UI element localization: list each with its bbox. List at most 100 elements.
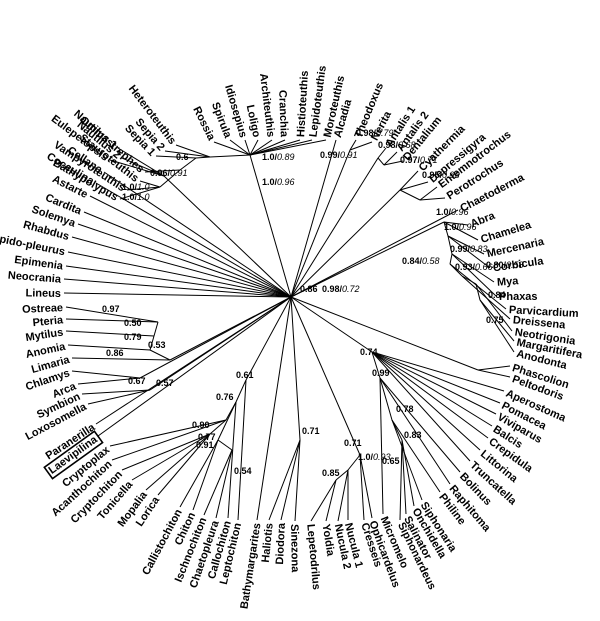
posterior-bootstrap: 0.86 (106, 348, 124, 358)
support-value-s_chl: 0.53 (148, 340, 166, 350)
support-value-s_biv1: 1.0/0.96 (436, 207, 469, 217)
secondary-support: 0.83 (470, 244, 488, 254)
branch (477, 369, 511, 378)
branch (65, 318, 159, 323)
branch (157, 433, 211, 496)
secondary-support: 0.91 (170, 168, 188, 178)
branch (249, 139, 286, 156)
secondary-support: 0.71 (420, 155, 438, 165)
posterior-bootstrap: 1.0/ (262, 177, 278, 187)
support-value-s_uni: 0.84 (488, 290, 506, 300)
taxon-label-parvicardium: Parvicardium (509, 304, 579, 320)
branch (244, 139, 251, 156)
branch (95, 182, 292, 298)
branch (77, 223, 292, 298)
taxon-label-histioteuthis: Histioteuthis (295, 70, 311, 137)
support-value-s_biv6: 0.80/0.58 (486, 260, 524, 270)
branch (81, 389, 151, 395)
branch (371, 351, 381, 379)
posterior-bootstrap: 0.93/ (455, 262, 476, 272)
branch (63, 278, 292, 298)
posterior-bootstrap: 0.96/ (150, 168, 171, 178)
support-value-s_ost: 0.97 (102, 304, 120, 314)
posterior-bootstrap: 0.65 (382, 456, 400, 466)
branch (371, 351, 493, 427)
branch (461, 275, 477, 285)
posterior-bootstrap: 1.0/ (358, 452, 374, 462)
branch (280, 439, 301, 521)
posterior-bootstrap: 0.99 (372, 368, 390, 378)
secondary-support: 0.66 (475, 262, 493, 272)
branch (479, 299, 515, 353)
posterior-bootstrap: 0.74 (360, 347, 378, 357)
taxon-label-lepetodrilus: Lepetodrilus (304, 524, 322, 591)
branch (325, 479, 337, 522)
support-value-s_ceph2: 0.6 (176, 152, 189, 162)
branch (169, 296, 292, 361)
support-value-s_het3: 0.65 (382, 456, 400, 466)
branch (67, 251, 292, 298)
branch (290, 296, 373, 353)
branch (337, 469, 349, 522)
taxon-label-neocrania: Neocrania (7, 270, 62, 286)
secondary-support: 0.68 (398, 140, 416, 150)
branch (83, 211, 292, 298)
posterior-bootstrap: 0.84 (488, 290, 506, 300)
branch (451, 253, 497, 297)
support-value-s_het2: 0.83 (404, 430, 422, 440)
branch (290, 221, 445, 298)
branch (391, 419, 423, 501)
taxon-label-phaxas: Phaxas (499, 291, 538, 303)
taxon-label-mytilus: Mytilus (25, 327, 64, 345)
branch (419, 197, 446, 201)
posterior-bootstrap: 0.61 (236, 370, 254, 380)
support-value-s_poly3: 0.91 (196, 440, 214, 450)
posterior-bootstrap: 0.6 (176, 152, 189, 162)
branch (290, 189, 401, 298)
posterior-bootstrap: 0.98/ (322, 284, 343, 294)
support-value-s_scaph1: 0.98/0.79 (356, 128, 394, 138)
taxon-label-diodora: Diodora (274, 522, 288, 565)
posterior-bootstrap: 0.90 (192, 420, 210, 430)
branch (237, 379, 247, 521)
branch (229, 139, 251, 156)
branch (89, 195, 292, 298)
support-value-s_vet2: 0.95/0.93 (422, 170, 460, 180)
taxon-label-sinezona: Sinezona (288, 524, 301, 573)
branch (290, 157, 379, 298)
branch (335, 469, 349, 481)
support-value-s_poly2: 0.90 (192, 420, 210, 430)
branch (399, 439, 403, 521)
support-value-s_ano: 0.79 (124, 332, 142, 342)
secondary-support: 1.0 (137, 192, 150, 202)
posterior-bootstrap: 1.0/ (262, 152, 278, 162)
branch (379, 377, 461, 473)
support-value-s_prot3: 0.85 (322, 468, 340, 478)
branch (103, 171, 292, 298)
branch (399, 170, 419, 191)
branch (195, 156, 211, 159)
posterior-bootstrap: 0.54 (234, 466, 252, 476)
support-value-s_gast: 0.74 (360, 347, 378, 357)
branch (209, 419, 227, 435)
support-value-s_biv2: 1.0/0.96 (444, 222, 477, 232)
support-value-s_biv5: 0.93/0.66 (455, 262, 493, 272)
posterior-bootstrap: 0.99/ (320, 150, 341, 160)
posterior-bootstrap: 0.80/ (486, 260, 507, 270)
branch (67, 344, 151, 351)
branch (383, 151, 398, 166)
branch (290, 139, 337, 298)
posterior-bootstrap: 0.75 (486, 315, 504, 325)
branch (371, 351, 481, 451)
highlight-box (43, 430, 104, 480)
branch (359, 454, 373, 519)
branch (97, 296, 292, 437)
secondary-support: 0.89 (277, 152, 295, 162)
taxon-label-ostreae: Ostreae (22, 302, 63, 316)
branch (153, 321, 159, 337)
branch (145, 433, 211, 491)
branch (447, 235, 485, 255)
branch (377, 147, 387, 159)
posterior-bootstrap: 0.97/ (400, 155, 421, 165)
branch (401, 439, 407, 515)
